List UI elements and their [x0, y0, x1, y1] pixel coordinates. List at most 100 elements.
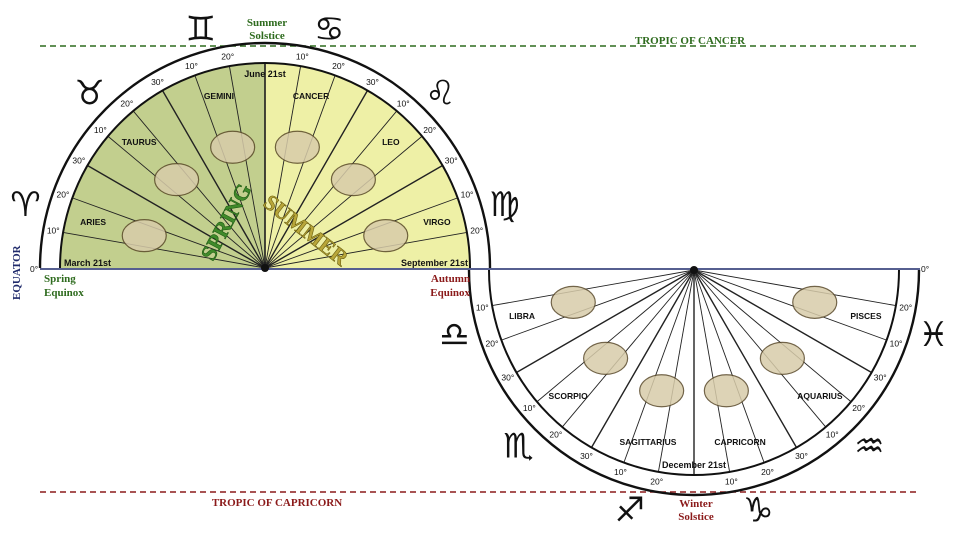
upper-spoke [264, 110, 398, 269]
degree-mark: 20° [761, 467, 774, 477]
lower-spoke [693, 269, 827, 428]
degree-mark: 20° [221, 51, 234, 61]
lower-spoke [492, 269, 695, 307]
upper-spoke [63, 231, 266, 269]
sign-label-capricorn: CAPRICORN [714, 437, 765, 447]
lower-inner-arc [488, 269, 900, 476]
virgo-icon: ♍ [489, 185, 519, 225]
lower-spoke [590, 269, 695, 448]
sagittarius-figure [639, 374, 685, 408]
zero-degree-left: 0° [30, 264, 38, 274]
degree-mark: 10° [725, 477, 738, 487]
degree-mark: 10° [185, 61, 198, 71]
march-date: March 21st [64, 258, 111, 268]
cancer-figure [274, 130, 320, 164]
degree-mark: 10° [826, 430, 839, 440]
autumn-equinox-1: Autumn [431, 273, 470, 285]
september-date: September 21st [401, 258, 468, 268]
lower-spoke [657, 269, 695, 472]
summer-sector [265, 63, 470, 268]
degree-mark: 20° [332, 61, 345, 71]
degree-mark: 30° [72, 156, 85, 166]
degree-mark: 30° [445, 156, 458, 166]
degree-mark: 20° [120, 98, 133, 108]
lower-spoke [693, 269, 765, 463]
degree-mark: 10° [461, 189, 474, 199]
degree-mark: 30° [874, 373, 887, 383]
degree-mark: 20° [423, 125, 436, 135]
degree-mark: 10° [296, 51, 309, 61]
lower-spoke [501, 269, 695, 341]
aquarius-figure [759, 341, 805, 375]
degree-mark: 10° [890, 339, 903, 349]
pisces-icon: ♓ [918, 315, 948, 355]
lower-spoke [536, 269, 695, 403]
constellation-figures [121, 130, 838, 408]
degree-mark: 10° [476, 302, 489, 312]
capricorn-figure [703, 374, 749, 408]
upper-inner-arc [59, 62, 471, 269]
degree-mark: 20° [650, 477, 663, 487]
upper-spoke [264, 164, 443, 269]
upper-spoke [72, 197, 266, 269]
degree-mark: 30° [580, 451, 593, 461]
upper-spoke [194, 75, 266, 269]
sagittarius-icon: ♐ [615, 491, 645, 531]
libra-icon: ♎ [439, 315, 469, 355]
degree-labels: 10° 10° 20° 20° 30° 30° 10° 10° 20° 20° 30° 30° 10° 1… [47, 51, 912, 486]
lower-spoke [693, 269, 731, 472]
lower-spoke [693, 269, 872, 374]
lower-spoke [693, 269, 798, 448]
autumn-equinox-2: Equinox [430, 287, 470, 299]
june-date: June 21st [244, 69, 286, 79]
sign-label-pisces: PISCES [850, 311, 882, 321]
degree-mark: 30° [501, 373, 514, 383]
upper-spoke [264, 135, 423, 269]
degree-mark: 20° [549, 430, 562, 440]
sign-label-aries: ARIES [80, 217, 106, 227]
upper-spokes [63, 63, 467, 269]
upper-spoke [87, 164, 266, 269]
spring-equinox-1: Spring [44, 273, 76, 285]
leo-figure [330, 163, 376, 197]
degree-mark: 10° [397, 98, 410, 108]
pisces-figure [792, 285, 838, 319]
aries-figure [121, 219, 167, 253]
cancer-icon: ♋ [314, 9, 344, 49]
degree-mark: 10° [47, 226, 60, 236]
degree-mark: 10° [94, 125, 107, 135]
upper-spoke [107, 135, 266, 269]
taurus-figure [154, 163, 200, 197]
libra-figure [550, 285, 596, 319]
aries-icon: ♈ [10, 185, 40, 225]
upper-spoke [264, 75, 336, 269]
upper-spoke [264, 231, 467, 269]
upper-spoke [132, 110, 266, 269]
upper-outer-arc [38, 41, 492, 269]
sign-label-sagittarius: SAGITTARIUS [619, 437, 676, 447]
lower-spoke [623, 269, 695, 463]
degree-mark: 10° [523, 403, 536, 413]
degree-mark: 30° [795, 451, 808, 461]
degree-mark: 30° [366, 77, 379, 87]
degree-mark: 20° [470, 226, 483, 236]
sign-label-cancer: CANCER [293, 91, 329, 101]
taurus-icon: ♉ [74, 74, 104, 114]
winter-solstice-2: Solstice [678, 511, 714, 523]
degree-mark: 20° [486, 339, 499, 349]
degree-mark: 20° [899, 302, 912, 312]
zero-degree-right: 0° [921, 264, 929, 274]
upper-center-dot [261, 264, 269, 272]
scorpio-icon: ♏ [503, 426, 533, 466]
lower-outer-arc [467, 269, 921, 497]
scorpio-figure [583, 341, 629, 375]
sign-label-aquarius: AQUARIUS [797, 391, 843, 401]
spring-equinox-2: Equinox [44, 287, 84, 299]
sign-label-gemini: GEMINI [204, 91, 234, 101]
lower-spoke [516, 269, 695, 374]
upper-spoke [228, 66, 266, 269]
degree-mark: 30° [151, 77, 164, 87]
